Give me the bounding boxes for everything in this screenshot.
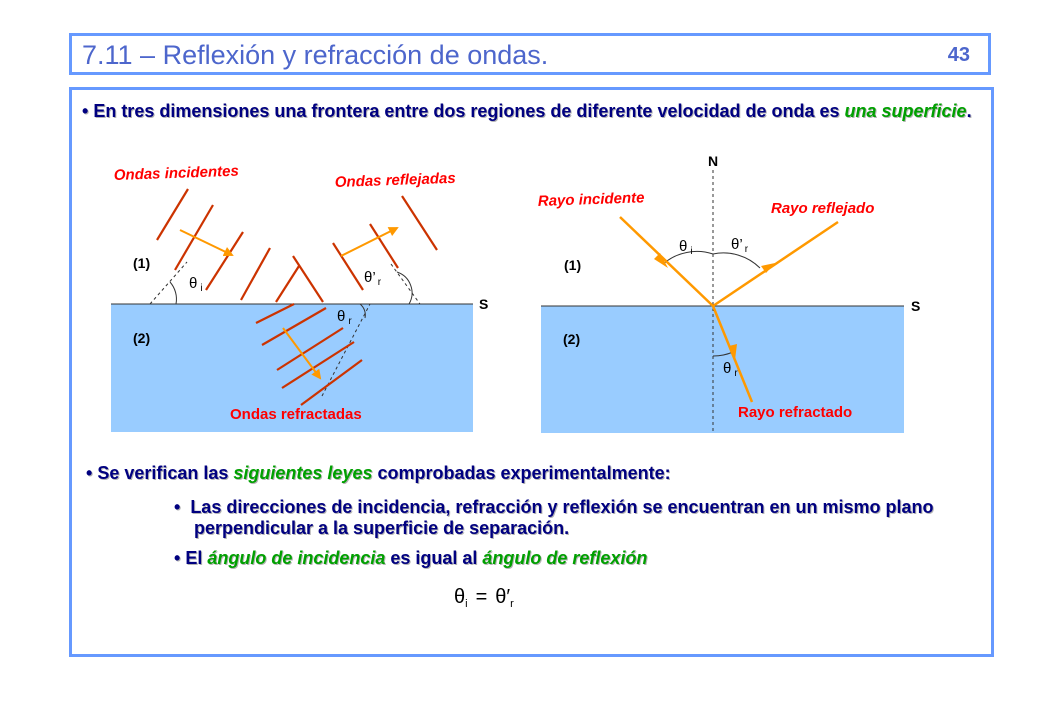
equation-text: θi=θ′r xyxy=(454,586,514,610)
incident-wave-4 xyxy=(240,247,271,301)
left-incident-arrow xyxy=(179,229,234,257)
right-surface-label: S xyxy=(911,298,920,314)
left-theta-r-prime: θ’r xyxy=(364,269,382,288)
reflected-wave-3 xyxy=(369,223,399,269)
reflected-wavefronts xyxy=(292,195,438,303)
sub-bullet-2-emphasis-2: ángulo de reflexión xyxy=(482,548,648,568)
bullet-2-emphasis: siguientes leyes xyxy=(233,463,373,483)
sub-bullet-2: • El ángulo de incidencia es igual al án… xyxy=(174,548,944,569)
sub-bullet-2-prefix: El xyxy=(185,548,208,568)
bullet-marker: • xyxy=(82,101,94,121)
incident-wave-3 xyxy=(205,231,244,291)
left-region-1: (1) xyxy=(133,255,150,271)
left-region-2: (2) xyxy=(133,330,150,346)
right-diagram: N Rayo incidente Rayo reflejado Rayo ref… xyxy=(538,153,920,433)
refracted-wave-2 xyxy=(261,307,327,346)
sub-bullet-2-middle: es igual al xyxy=(385,548,483,568)
right-arc-theta-r-prime xyxy=(712,252,761,269)
equation: θi=θ′r xyxy=(454,586,514,610)
left-label-incident: Ondas incidentes xyxy=(114,163,240,184)
left-surface-label: S xyxy=(479,296,488,312)
left-dashed-reflected xyxy=(390,263,421,305)
right-incident-ray xyxy=(619,216,714,307)
right-theta-r-prime: θ’r xyxy=(731,236,749,255)
right-reflected-arrowhead xyxy=(761,263,775,273)
left-dashed-refracted xyxy=(321,303,371,397)
right-region-1: (1) xyxy=(564,257,581,273)
bullet-marker: • xyxy=(86,463,98,483)
sub-bullet-marker: • xyxy=(174,548,186,568)
bullet-2-prefix: Se verifican las xyxy=(97,463,234,483)
left-arc-theta-r xyxy=(359,303,366,319)
refracted-wave-4 xyxy=(281,341,355,389)
reflected-wave-1 xyxy=(292,255,324,303)
left-refracted-arrow xyxy=(282,327,322,380)
refracted-wavefronts xyxy=(255,303,363,406)
incident-wave-5 xyxy=(275,265,300,303)
left-reflected-arrow xyxy=(340,227,399,257)
reflected-wave-2 xyxy=(332,242,364,291)
left-diagram: Ondas incidentes Ondas reflejadas Ondas … xyxy=(111,163,488,432)
incident-wavefronts xyxy=(156,188,300,303)
right-label-incident: Rayo incidente xyxy=(538,189,645,210)
left-arc-theta-i xyxy=(169,281,177,305)
refracted-wave-3 xyxy=(276,327,344,371)
incident-wave-1 xyxy=(156,188,189,241)
right-region-2: (2) xyxy=(563,331,580,347)
left-water-region xyxy=(111,304,473,432)
right-reflected-ray xyxy=(712,220,839,308)
bullet-1-emphasis: una superficie xyxy=(844,101,967,121)
reflected-wave-4 xyxy=(401,195,438,251)
bullet-1-suffix: . xyxy=(966,101,972,121)
right-label-reflected: Rayo reflejado xyxy=(771,200,874,217)
right-label-refracted: Rayo refractado xyxy=(738,404,852,421)
right-refracted-arrowhead xyxy=(729,344,737,360)
title-box: 7.11 – Reflexión y refracción de ondas. … xyxy=(69,33,991,75)
sub-bullet-1-text: Las direcciones de incidencia, refracció… xyxy=(190,497,934,538)
sub-bullet-2-emphasis-1: ángulo de incidencia xyxy=(207,548,386,568)
left-label-refracted: Ondas refractadas xyxy=(230,406,362,423)
slide-title: 7.11 – Reflexión y refracción de ondas. xyxy=(82,40,549,70)
refracted-wave-1 xyxy=(255,303,295,324)
right-arc-theta-i xyxy=(662,250,714,265)
bullet-2-suffix: comprobadas experimentalmente: xyxy=(372,463,671,483)
right-incident-arrowhead xyxy=(654,253,668,268)
bullet-1: • En tres dimensiones una frontera entre… xyxy=(82,101,982,122)
bullet-1-prefix: En tres dimensiones una frontera entre d… xyxy=(93,101,845,121)
bullet-2: • Se verifican las siguientes leyes comp… xyxy=(86,463,966,484)
right-normal-label: N xyxy=(708,153,718,169)
left-arc-theta-r-prime xyxy=(396,271,413,305)
sub-bullet-marker: • xyxy=(174,497,191,517)
refracted-wave-5 xyxy=(300,359,363,406)
page-number: 43 xyxy=(947,44,970,66)
sub-bullet-1: • Las direcciones de incidencia, refracc… xyxy=(174,497,944,539)
left-dashed-incident xyxy=(149,261,188,305)
left-label-reflected: Ondas reflejadas xyxy=(335,170,456,191)
